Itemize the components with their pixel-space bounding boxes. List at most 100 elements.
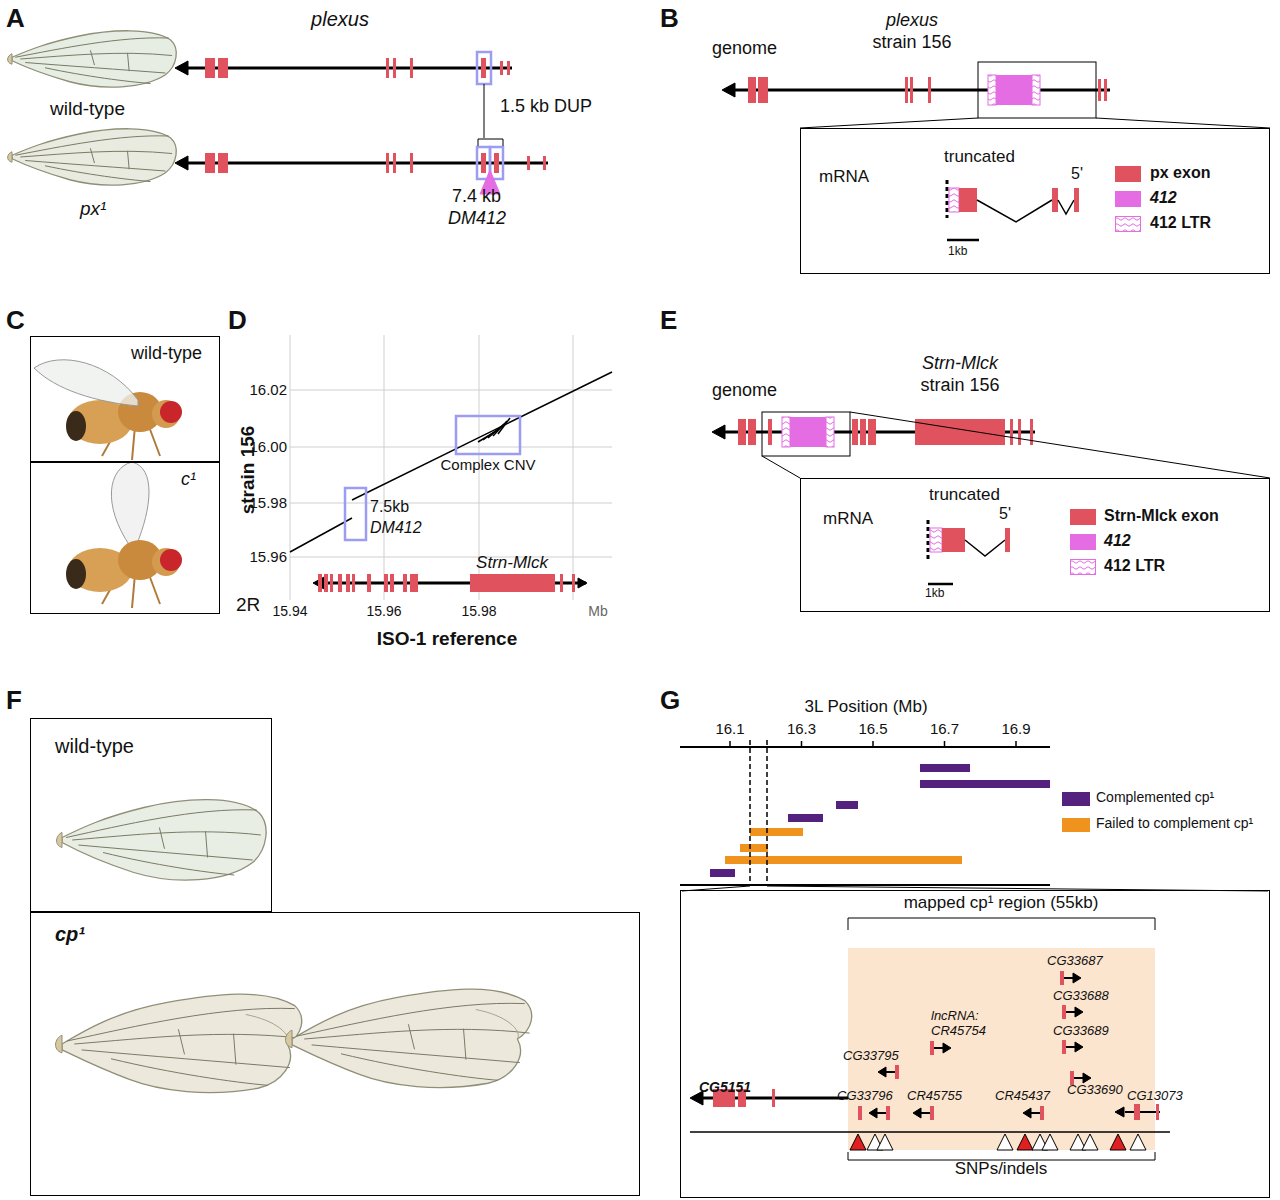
gene-label: CG33690 <box>1067 1083 1123 1098</box>
gene-arrow <box>1115 1107 1124 1117</box>
panel-letter: A <box>6 4 25 34</box>
exon <box>1040 1106 1044 1120</box>
tick-label: Mb <box>588 603 607 619</box>
track-arrow <box>712 425 725 439</box>
snp-marker <box>997 1134 1013 1150</box>
alignment-line <box>290 518 352 552</box>
snp-marker <box>1130 1134 1146 1150</box>
hatch-swatch <box>1116 217 1141 232</box>
annotation-label: genome <box>712 38 777 59</box>
annotation-label: Complex CNV <box>440 456 535 473</box>
region-bracket <box>848 918 1155 930</box>
track-arrow <box>578 578 587 588</box>
deficiency-bar <box>920 764 970 772</box>
intron-line <box>965 540 1005 556</box>
photo-panel: wild-type <box>30 718 272 912</box>
deficiency-bar <box>920 780 1050 788</box>
wing-illustration <box>8 31 177 87</box>
legend-label: 412 <box>1150 189 1177 207</box>
exon <box>410 58 413 78</box>
wing-vein <box>304 1029 529 1039</box>
annotation-label: genome <box>712 380 777 401</box>
fly-illustration <box>66 462 182 608</box>
tick-label: 15.96 <box>366 603 401 619</box>
annotation-label: 7.4 kb <box>452 186 501 207</box>
exon <box>852 419 858 445</box>
wing-illustration <box>56 994 302 1092</box>
panel-label: cp¹ <box>55 923 85 946</box>
deficiency-bar <box>725 856 962 864</box>
wing-vein <box>206 831 208 857</box>
gene-arrow <box>878 1067 886 1077</box>
exon <box>218 153 228 173</box>
wing-blade <box>62 800 266 880</box>
exon <box>930 1106 934 1120</box>
tick-label: 15.98 <box>249 494 287 511</box>
exon <box>1098 79 1101 101</box>
wing-vein <box>159 828 164 849</box>
gene-arrow <box>1075 1042 1083 1052</box>
exon <box>768 419 772 445</box>
legend-swatch <box>1115 216 1141 232</box>
grid-line <box>290 447 612 448</box>
annotation-label: px¹ <box>80 198 106 220</box>
exon <box>390 574 394 592</box>
panel-letter: E <box>660 306 677 336</box>
tick-label: 15.96 <box>249 548 287 565</box>
region-label: mapped cp¹ region (55kb) <box>904 893 1099 913</box>
gene-label: CG33689 <box>1053 1024 1109 1039</box>
annotation-label: ISO-1 reference <box>377 628 517 650</box>
gene-line <box>1125 1111 1160 1113</box>
gene-arrow <box>1023 1108 1031 1118</box>
legend-swatch <box>1115 166 1141 182</box>
axis-tick <box>1015 741 1017 747</box>
tick-label: 15.94 <box>272 603 307 619</box>
inset-box: mapped cp¹ region (55kb)CG5151SNPs/indel… <box>680 890 1270 1198</box>
fly-wing <box>34 360 138 406</box>
deficiency-bar <box>740 844 768 852</box>
deficiency-bar <box>750 828 803 836</box>
wing-vein <box>45 166 151 182</box>
legend-swatch <box>1115 191 1141 207</box>
truncation-line <box>927 520 930 560</box>
exon <box>1074 188 1079 212</box>
wing-vein <box>111 1059 268 1086</box>
genome-baseline <box>690 1131 1170 1133</box>
annotation-label: strain 156 <box>872 32 951 53</box>
legend-swatch <box>1070 509 1096 525</box>
cnv-box <box>456 416 520 454</box>
mrna-label: mRNA <box>823 509 873 529</box>
gene-label: CG33687 <box>1047 954 1103 969</box>
exon <box>352 574 355 592</box>
exon <box>324 574 328 592</box>
zoom-line <box>800 118 978 128</box>
wing-vein <box>464 1029 466 1060</box>
snp-marker <box>877 1134 893 1150</box>
wing-hinge <box>57 833 62 848</box>
exon <box>403 574 407 592</box>
annotation-label: Strn-Mlck <box>922 353 998 374</box>
fly-eye <box>160 549 182 571</box>
exon <box>494 153 499 173</box>
axis-line <box>680 746 1050 748</box>
axis-line <box>680 884 1050 886</box>
exon <box>318 574 322 592</box>
grid-line <box>290 503 612 504</box>
truncation-line <box>946 180 949 218</box>
dup-leader <box>484 84 485 138</box>
gene-track <box>185 67 512 70</box>
duplication-box <box>477 52 491 84</box>
exon <box>1018 419 1021 445</box>
exon <box>470 574 555 592</box>
tick-label: 16.00 <box>249 438 287 455</box>
exon <box>860 419 866 445</box>
exon <box>384 574 388 592</box>
wing-vein <box>178 1029 184 1054</box>
track-arrow <box>175 156 188 170</box>
scale-label: 1kb <box>948 245 967 259</box>
wing-curl <box>246 1015 289 1045</box>
legend-label: Failed to complement cp¹ <box>1096 815 1253 831</box>
tick-label: 16.5 <box>858 720 887 737</box>
ltr-hatch <box>782 417 790 447</box>
